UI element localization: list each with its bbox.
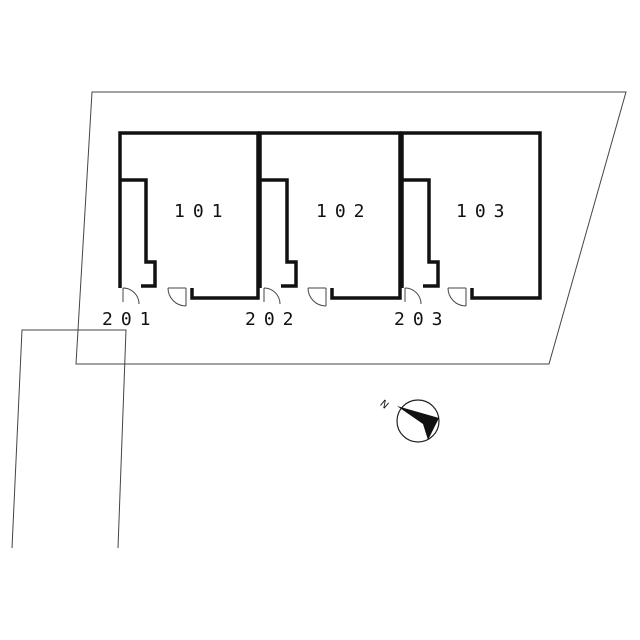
unit-1-wall xyxy=(118,131,260,300)
lot-boundary xyxy=(75,91,627,365)
unit-1-ground-door xyxy=(167,287,187,307)
unit-1-ground-label: 101 xyxy=(174,201,231,222)
unit-2: 102 202 xyxy=(245,131,402,330)
unit-2-ground-door xyxy=(307,287,327,307)
unit-1: 101 201 xyxy=(102,131,260,330)
unit-3-ground-label: 103 xyxy=(456,201,513,222)
adjacent-lot-boundary xyxy=(11,329,127,549)
unit-1-upper-door xyxy=(122,287,140,305)
unit-3-ground-door xyxy=(447,287,467,307)
unit-3-upper-door xyxy=(404,287,422,305)
unit-3-wall xyxy=(400,131,542,300)
north-arrow-icon: N xyxy=(377,398,440,443)
compass-north-label: N xyxy=(377,398,390,411)
unit-3: 103 203 xyxy=(394,131,542,330)
unit-3-upper-label: 203 xyxy=(394,309,451,330)
unit-1-upper-label: 201 xyxy=(102,309,159,330)
unit-2-upper-door xyxy=(263,287,281,305)
unit-2-upper-label: 202 xyxy=(245,309,302,330)
unit-2-ground-label: 102 xyxy=(316,201,373,222)
unit-2-wall xyxy=(258,131,402,300)
compass-needle xyxy=(397,406,439,440)
